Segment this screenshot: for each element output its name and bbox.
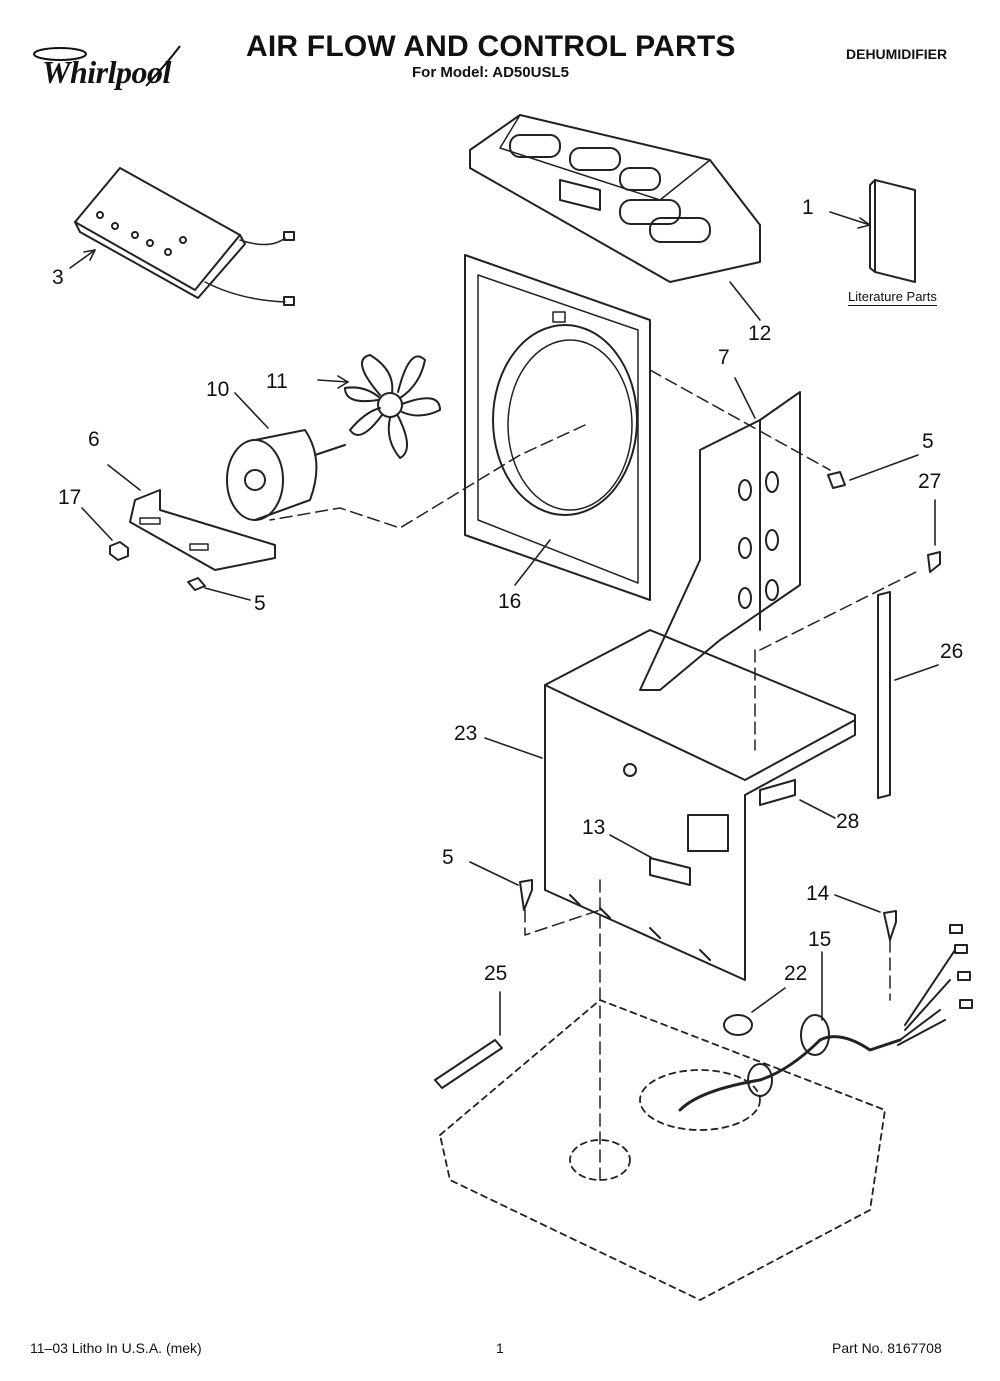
callout-28: 28 xyxy=(836,810,860,833)
drain-tube-part xyxy=(877,591,891,799)
callout-14: 14 xyxy=(806,882,830,905)
callout-17: 17 xyxy=(58,486,82,509)
callout-11: 11 xyxy=(266,370,288,393)
part-number: Part No. 8167708 xyxy=(832,1340,942,1356)
base-pan-part xyxy=(439,999,886,1301)
callout-5c: 5 xyxy=(442,846,454,869)
fan-shroud-part xyxy=(464,254,651,601)
control-panel-part xyxy=(74,167,295,306)
callout-23: 23 xyxy=(454,722,478,745)
callout-6: 6 xyxy=(88,428,100,451)
callout-1: 1 xyxy=(802,196,814,219)
callout-5b: 5 xyxy=(254,592,266,615)
screw-parts xyxy=(187,471,941,941)
filter-clip-part xyxy=(759,779,796,806)
callout-25: 25 xyxy=(484,962,508,985)
page-title: AIR FLOW AND CONTROL PARTS xyxy=(246,30,736,63)
footer-litho: 11–03 Litho In U.S.A. (mek) xyxy=(30,1340,202,1356)
logo-swoosh-icon xyxy=(33,45,181,87)
literature-parts-label: Literature Parts xyxy=(848,289,937,306)
evaporator-plate-part xyxy=(639,391,801,691)
callout-7: 7 xyxy=(718,346,730,369)
callout-16: 16 xyxy=(498,590,522,613)
motor-bracket-part xyxy=(129,489,276,571)
strain-relief-part xyxy=(723,1014,753,1036)
callout-leader-lines xyxy=(69,211,939,1036)
top-grille-part xyxy=(469,114,761,283)
callout-3: 3 xyxy=(52,266,64,289)
callout-12: 12 xyxy=(748,322,772,345)
callout-27: 27 xyxy=(918,470,942,493)
page-number: 1 xyxy=(496,1340,504,1356)
callout-5a: 5 xyxy=(922,430,934,453)
nut-part xyxy=(109,541,129,561)
callout-13: 13 xyxy=(582,816,606,839)
callout-26: 26 xyxy=(940,640,964,663)
switch-part xyxy=(649,857,691,886)
tie-strap-part xyxy=(434,1039,503,1089)
model-subtitle: For Model: AD50USL5 xyxy=(412,64,569,81)
assembly-guide-lines xyxy=(269,369,921,1181)
cabinet-housing-part xyxy=(544,629,856,981)
literature-booklet-part xyxy=(869,179,916,283)
whirlpool-logo: Whirlpool xyxy=(28,44,198,94)
callout-15: 15 xyxy=(808,928,832,951)
power-cord-part xyxy=(678,924,973,1112)
fan-motor-part xyxy=(226,429,346,521)
callout-10: 10 xyxy=(206,378,230,401)
brand-name: Whirlpool xyxy=(42,54,171,90)
document-type: DEHUMIDIFIER xyxy=(846,46,948,62)
callout-22: 22 xyxy=(784,962,808,985)
fan-blade-part xyxy=(344,354,441,459)
